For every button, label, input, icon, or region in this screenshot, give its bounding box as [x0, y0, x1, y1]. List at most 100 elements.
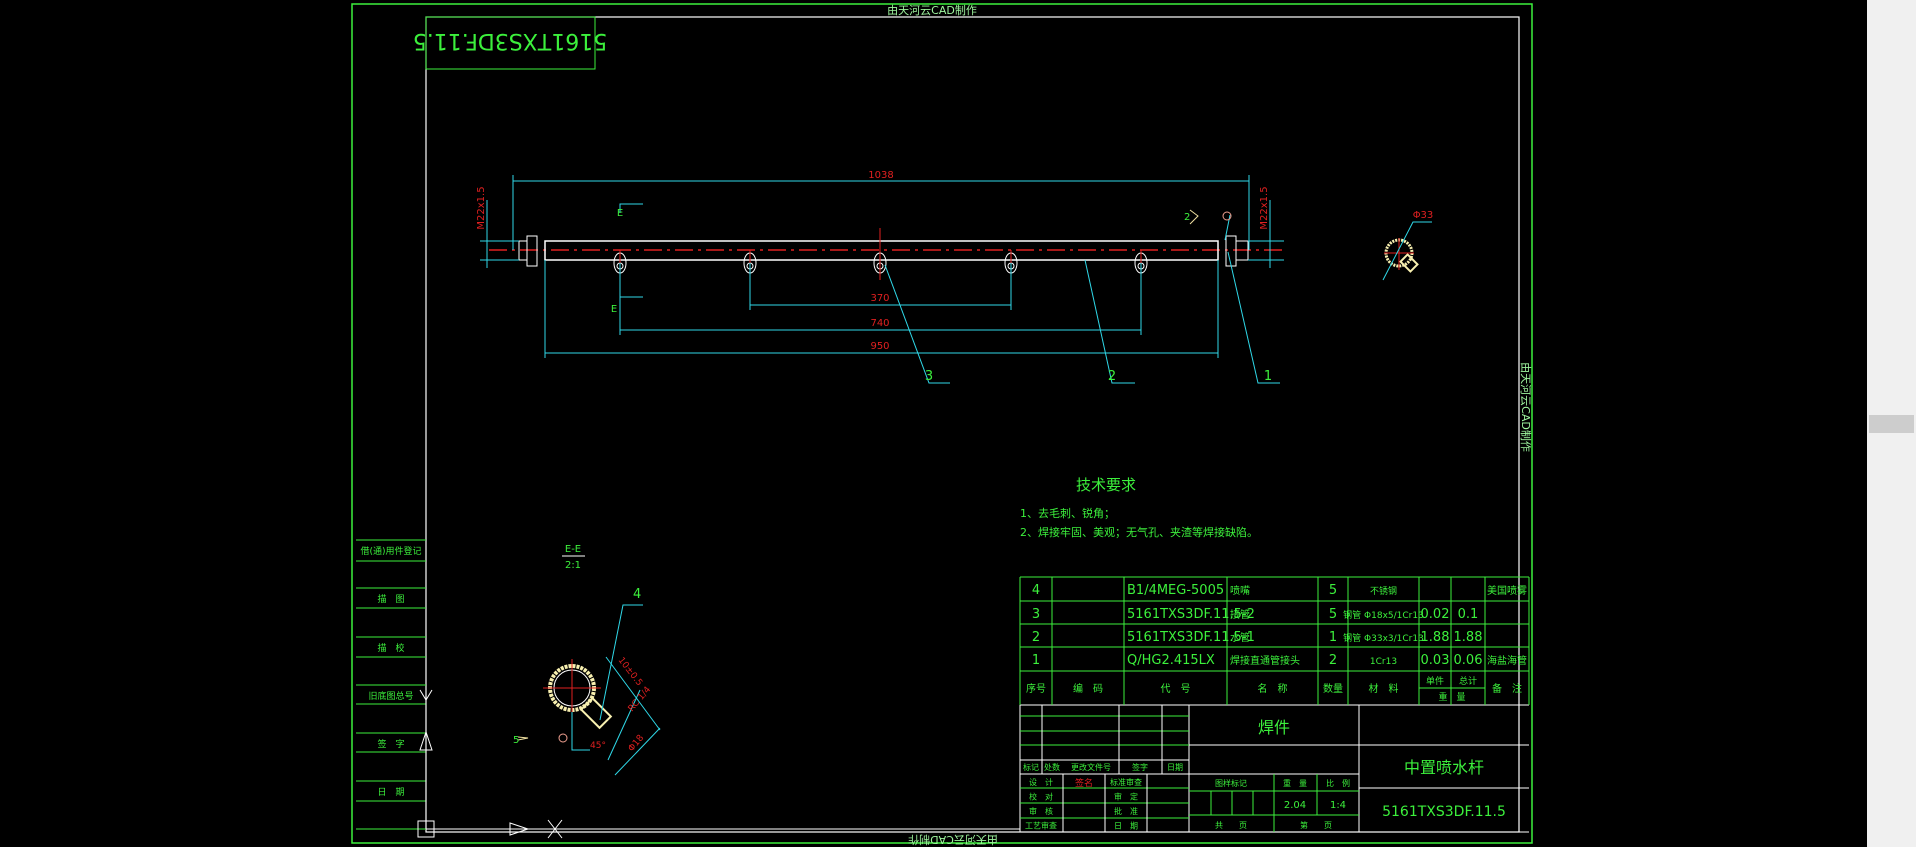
sheet-number: 第 页	[1300, 820, 1332, 830]
tech-req-item-1: 1、去毛刺、锐角；	[1020, 506, 1115, 520]
bom-cell-name: 焊接直通管接头	[1230, 654, 1300, 667]
section-balloon: 4	[633, 587, 641, 602]
scale-value: 1:4	[1330, 800, 1346, 811]
bom-cell-remark: 美国喷雾	[1487, 584, 1527, 597]
weld-ref: 2	[1184, 212, 1190, 223]
bom-cell-material: 钢管 Φ18x5/1Cr13	[1343, 609, 1424, 621]
mirrored-code: 5161TXS3DF.11.5	[413, 28, 608, 53]
side-table-label: 描 图	[377, 593, 404, 605]
dim-thread: RC 1/4	[627, 685, 654, 714]
role-label: 工艺审查	[1025, 821, 1057, 831]
bom-cell-qty: 1	[1329, 630, 1337, 645]
bom-header-qty: 数量	[1323, 682, 1343, 695]
role-label: 校 对	[1029, 792, 1053, 802]
bom-cell-name: 接管	[1230, 608, 1250, 621]
designer-signature: 签名	[1075, 777, 1093, 789]
role-label-2: 日 期	[1114, 822, 1138, 831]
thread-left: M22x1.5	[476, 186, 487, 229]
detail-view: Φ33	[1382, 210, 1434, 281]
dim-740: 740	[870, 318, 889, 329]
role-label-2: 审 定	[1114, 792, 1138, 802]
detail-diameter: Φ33	[1413, 210, 1434, 221]
rev-header: 处数	[1044, 762, 1060, 772]
bom-cell-drawing-no: 5161TXS3DF.11.5-1	[1127, 630, 1255, 645]
weight-label: 重 量	[1283, 778, 1307, 788]
angle: 45°	[590, 741, 606, 751]
section-title: E-E	[565, 544, 581, 555]
side-table-label: 描 校	[377, 642, 404, 654]
rev-header: 标记	[1023, 762, 1039, 772]
bom-header-total: 总计	[1459, 675, 1477, 687]
section-scale: 2:1	[565, 560, 581, 571]
role-label: 设 计	[1029, 777, 1053, 787]
tech-req-title: 技术要求	[1076, 476, 1136, 494]
bom-header-unit: 单件	[1426, 675, 1444, 687]
side-table-label: 旧底图总号	[368, 690, 413, 702]
dim-overall-length: 1038	[868, 170, 893, 181]
balloon-3: 3	[925, 369, 933, 384]
bom-cell-no: 4	[1032, 583, 1040, 598]
bom-cell-qty: 5	[1329, 607, 1337, 622]
watermark-right: 由天河云CAD制作	[1519, 362, 1533, 452]
watermark-bottom: 由天河云CAD制作	[908, 833, 998, 847]
scale-label: 比 例	[1326, 778, 1350, 788]
bom-header-remark: 备 注	[1492, 682, 1522, 695]
balloon-2: 2	[1108, 369, 1116, 384]
side-table-label: 借(通)用件登记	[360, 545, 421, 557]
bom-cell-name: 喷嘴	[1230, 585, 1250, 597]
side-table-label: 日 期	[377, 787, 404, 798]
weight-value: 2.04	[1284, 800, 1306, 811]
bom-cell-no: 2	[1032, 630, 1040, 645]
bom-cell-remark: 海盐海管	[1487, 654, 1527, 667]
bom-cell-qty: 5	[1329, 583, 1337, 598]
section-weld-ref: 5	[513, 735, 519, 746]
vertical-scrollbar[interactable]	[1867, 0, 1916, 847]
bom-header-code: 编 码	[1073, 682, 1103, 695]
watermark-top: 由天河云CAD制作	[887, 3, 977, 17]
bom-cell-no: 1	[1032, 653, 1040, 668]
bom-header-drawing-no: 代 号	[1161, 683, 1191, 695]
bom-cell-no: 3	[1032, 607, 1040, 622]
bom-header-material: 材 料	[1369, 682, 1399, 695]
tech-req-item-2: 2、焊接牢固、美观；无气孔、夹渣等焊接缺陷。	[1020, 525, 1258, 539]
inner-border	[425, 16, 1520, 833]
ucs-icon	[417, 689, 1020, 839]
bom-cell-drawing-no: 5161TXS3DF.11.5-2	[1127, 607, 1255, 622]
bom-header-no: 序号	[1026, 682, 1046, 695]
role-label-2: 批 准	[1114, 806, 1138, 816]
part-name: 中置喷水杆	[1404, 758, 1484, 777]
bom-header-name: 名 称	[1258, 682, 1288, 695]
title-block: 标记处数更改文件号签字日期设 计校 对审 核工艺审查标准审查审 定批 准日 期签…	[1019, 705, 1529, 833]
section-mark-top: E	[617, 208, 623, 219]
bom-cell-unit-wt: 0.03	[1421, 653, 1450, 668]
bom-cell-total-wt: 0.06	[1454, 653, 1483, 668]
rev-header: 签字	[1132, 762, 1148, 772]
bom-header-weight: 重 量	[1438, 691, 1465, 703]
bom-cell-unit-wt: 0.02	[1421, 607, 1450, 622]
role-label: 审 核	[1029, 806, 1053, 816]
stage-label: 图样标记	[1215, 778, 1247, 788]
dim-depth: 10±0.5	[616, 656, 644, 688]
thread-right: M22x1.5	[1259, 186, 1270, 229]
sheets-total: 共 页	[1215, 821, 1247, 830]
dim-950: 950	[870, 341, 889, 352]
scrollbar-thumb[interactable]	[1869, 415, 1914, 433]
bom-cell-name: 水管	[1230, 631, 1250, 644]
drawing-type: 焊件	[1258, 718, 1290, 737]
section-mark-bottom: E	[611, 304, 617, 315]
bom-cell-material: 钢管 Φ33x3/1Cr13	[1343, 632, 1424, 644]
main-view: 1038 370 740 950 M22x1.5 M22x1.5 E E 3 2…	[476, 170, 1284, 384]
bom-cell-unit-wt: 1.88	[1421, 630, 1450, 645]
bom-cell-drawing-no: Q/HG2.415LX	[1127, 653, 1215, 668]
bom-cell-total-wt: 0.1	[1458, 607, 1479, 622]
bom-cell-total-wt: 1.88	[1454, 630, 1483, 645]
bom-cell-material: 不锈钢	[1370, 585, 1397, 597]
bom-cell-drawing-no: B1/4MEG-5005	[1127, 583, 1224, 598]
drawing-code: 5161TXS3DF.11.5	[1382, 804, 1506, 820]
section-view: E-E 2:1 4 5 10±0.5 RC 1/4 Φ18 45°	[513, 544, 661, 776]
rev-header: 更改文件号	[1071, 762, 1111, 772]
side-table-label: 签 字	[377, 738, 404, 750]
dim-diameter: Φ18	[627, 733, 647, 754]
role-label-2: 标准审查	[1110, 777, 1142, 787]
